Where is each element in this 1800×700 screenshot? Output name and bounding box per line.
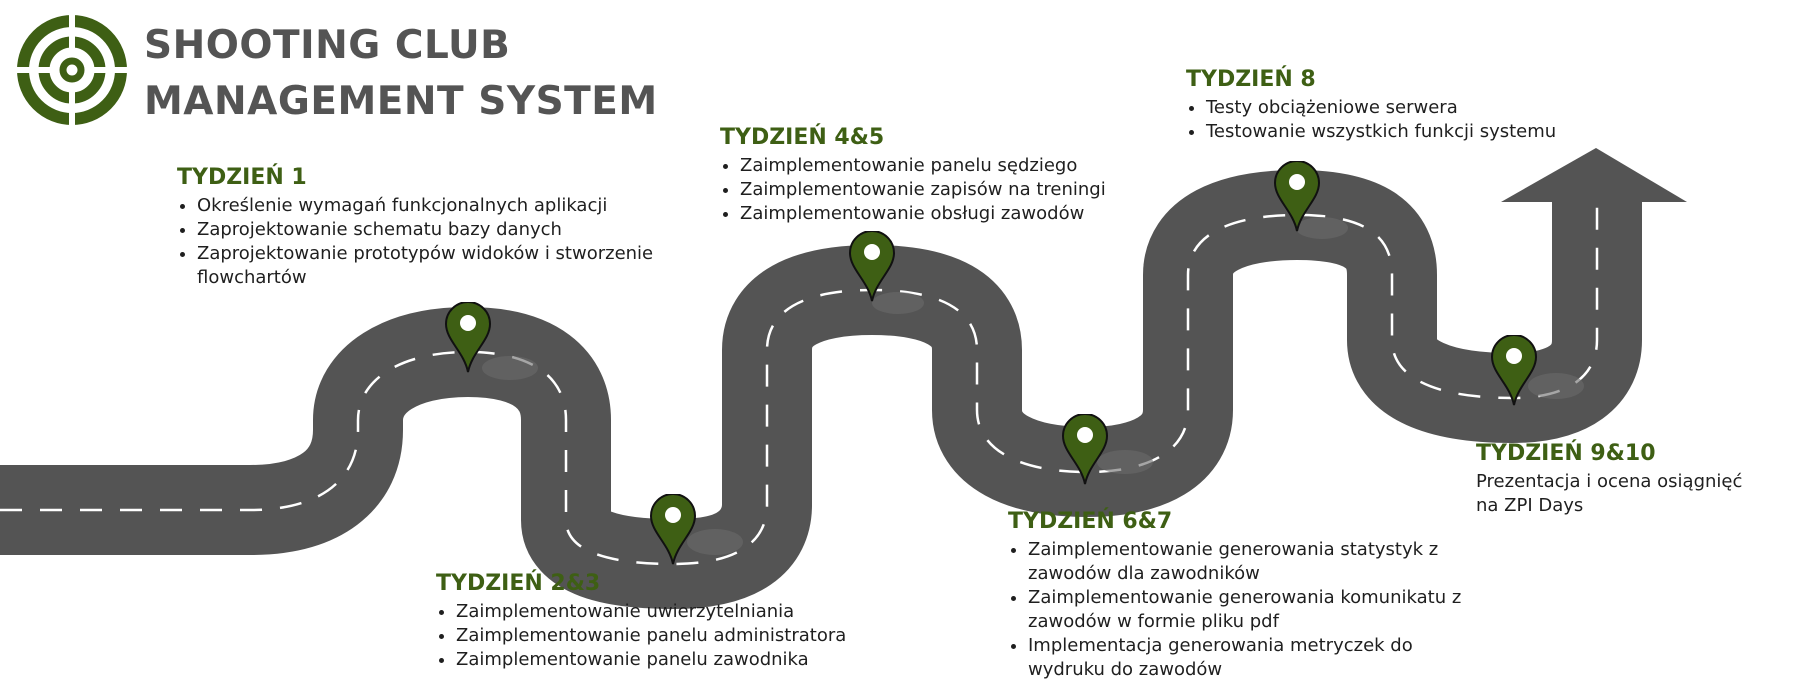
milestone-label: TYDZIEŃ 8 [1186, 67, 1316, 92]
road-highlight [687, 529, 743, 555]
title-line-2: MANAGEMENT SYSTEM [144, 79, 658, 124]
milestone-task: Testowanie wszystkich funkcji systemu [1206, 120, 1606, 144]
lane-marking [0, 200, 1599, 566]
map-pin-icon [848, 231, 896, 302]
milestone-week-9-10: TYDZIEŃ 9&10 Prezentacja i ocena osiągni… [1476, 440, 1766, 518]
target-icon [16, 14, 128, 126]
road-arrow-head [1501, 148, 1687, 202]
milestone-task-list: Zaimplementowanie panelu sędziego Zaimpl… [720, 154, 1180, 226]
milestone-task: Określenie wymagań funkcjonalnych aplika… [197, 194, 717, 218]
road-highlight [1097, 450, 1153, 474]
road-highlight [1296, 217, 1348, 239]
milestone-description: Prezentacja i ocena osiągnięć na ZPI Day… [1476, 471, 1743, 516]
map-pin-icon [1061, 414, 1109, 485]
milestone-label: TYDZIEŃ 2&3 [436, 571, 601, 596]
milestone-week-6-7: TYDZIEŃ 6&7 Zaimplementowanie generowani… [1008, 508, 1468, 682]
map-pin-icon [444, 302, 492, 373]
page-title: SHOOTING CLUB MANAGEMENT SYSTEM [144, 18, 658, 130]
milestone-task-list: Określenie wymagań funkcjonalnych aplika… [177, 194, 717, 290]
milestone-task: Zaimplementowanie panelu sędziego [740, 154, 1180, 178]
map-pin-icon [1273, 161, 1321, 232]
milestone-task: Implementacja generowania metryczek do w… [1028, 634, 1468, 682]
milestone-task-list: Testy obciążeniowe serwera Testowanie ws… [1186, 96, 1606, 144]
milestone-week-2-3: TYDZIEŃ 2&3 Zaimplementowanie uwierzytel… [436, 570, 916, 672]
milestone-label: TYDZIEŃ 1 [177, 165, 307, 190]
road-highlight [482, 356, 538, 380]
milestone-label: TYDZIEŃ 9&10 [1476, 441, 1656, 466]
road-highlight [1528, 373, 1584, 399]
milestone-task: Zaimplementowanie generowania komunikatu… [1028, 586, 1468, 634]
milestone-week-4-5: TYDZIEŃ 4&5 Zaimplementowanie panelu sęd… [720, 124, 1180, 226]
title-line-1: SHOOTING CLUB [144, 23, 511, 68]
map-pin-icon [1490, 335, 1538, 406]
milestone-task: Zaprojektowanie schematu bazy danych [197, 218, 717, 242]
milestone-task-list: Zaimplementowanie uwierzytelniania Zaimp… [436, 600, 916, 672]
milestone-label: TYDZIEŃ 4&5 [720, 125, 885, 150]
milestone-label: TYDZIEŃ 6&7 [1008, 509, 1173, 534]
road-highlight [872, 292, 924, 314]
milestone-week-8: TYDZIEŃ 8 Testy obciążeniowe serwera Tes… [1186, 66, 1606, 144]
milestone-task: Testy obciążeniowe serwera [1206, 96, 1606, 120]
milestone-task: Zaimplementowanie generowania statystyk … [1028, 538, 1468, 586]
milestone-task: Zaimplementowanie uwierzytelniania [456, 600, 916, 624]
milestone-task: Zaimplementowanie panelu zawodnika [456, 648, 916, 672]
milestone-task: Zaimplementowanie obsługi zawodów [740, 202, 1180, 226]
milestone-week-1: TYDZIEŃ 1 Określenie wymagań funkcjonaln… [177, 164, 717, 290]
map-pin-icon [649, 494, 697, 565]
milestone-task: Zaprojektowanie prototypów widoków i stw… [197, 242, 717, 290]
milestone-task: Zaimplementowanie zapisów na treningi [740, 178, 1180, 202]
milestone-task-list: Zaimplementowanie generowania statystyk … [1008, 538, 1468, 682]
milestone-task: Zaimplementowanie panelu administratora [456, 624, 916, 648]
